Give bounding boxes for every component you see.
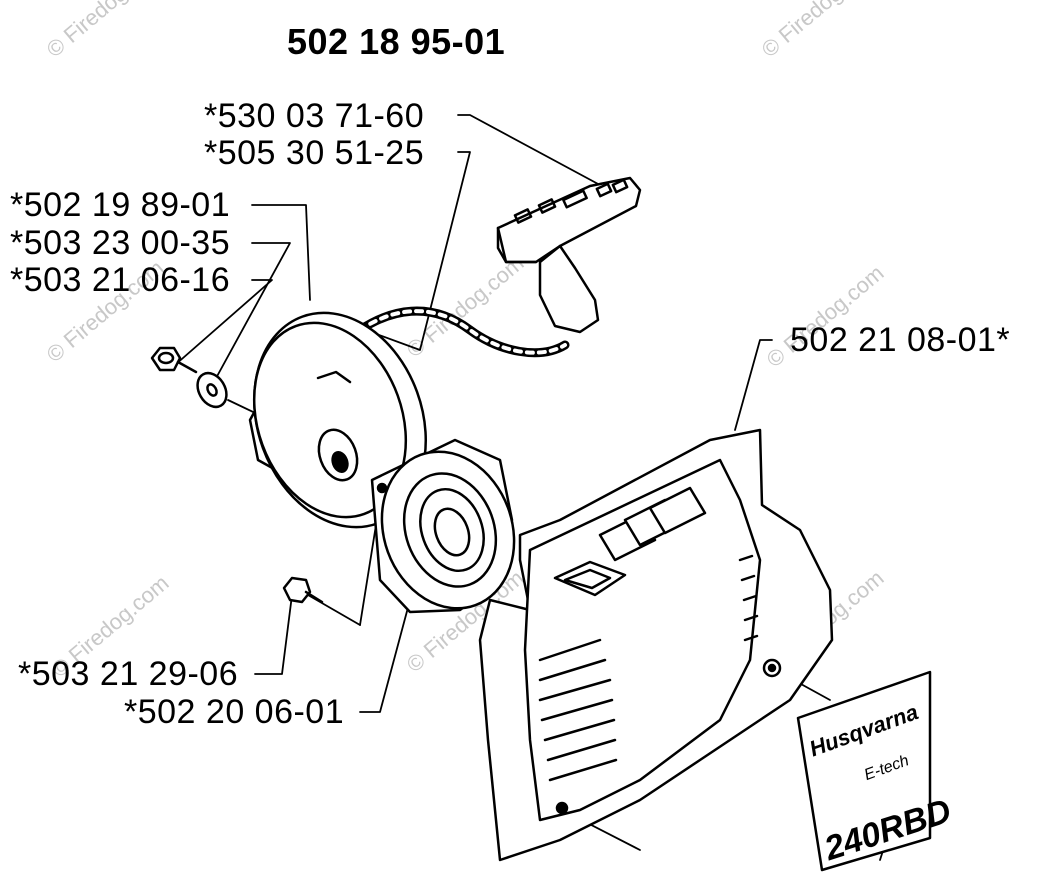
screw-bottom — [282, 576, 324, 604]
washer — [196, 371, 228, 409]
starter-rope — [355, 306, 570, 358]
part-label-screw-top: *502 19 89-01 — [10, 186, 231, 224]
part-label-cover: 502 21 08-01* — [790, 321, 1011, 359]
part-label-rope: *505 30 51-25 — [204, 134, 425, 172]
screw-small — [150, 346, 198, 374]
diagram-title: 502 18 95-01 — [287, 21, 506, 62]
part-label-handle: *530 03 71-60 — [204, 97, 425, 135]
cover-vents-right — [738, 554, 759, 642]
spring-cassette — [370, 438, 516, 614]
part-label-washer: *503 23 00-35 — [10, 224, 231, 262]
starter-handle — [496, 176, 642, 334]
starter-cover — [478, 428, 834, 862]
cover-vents-side — [538, 638, 618, 782]
part-label-spring-cassette: *502 20 06-01 — [124, 693, 345, 731]
part-label-screw-small: *503 21 06-16 — [10, 261, 231, 299]
cover-vents-top — [598, 486, 707, 562]
decal — [796, 670, 932, 872]
part-label-screw-bottom: *503 21 29-06 — [18, 655, 239, 693]
